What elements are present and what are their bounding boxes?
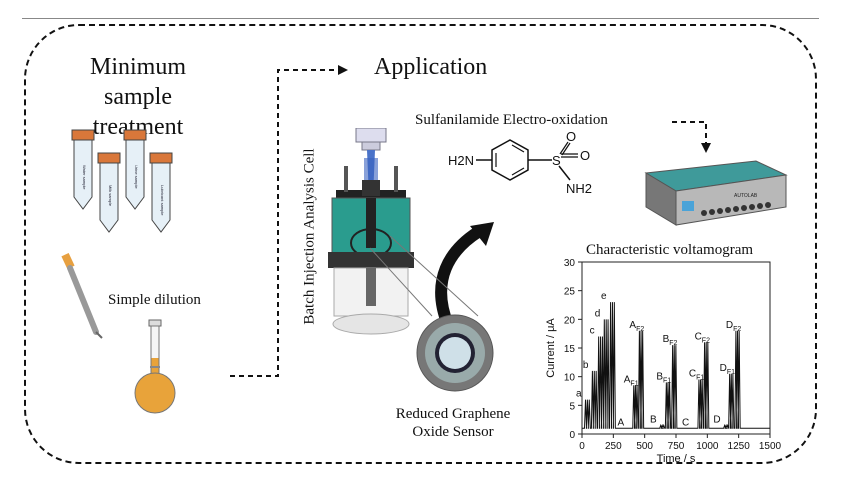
peak-label: AF1 — [624, 374, 639, 387]
peak-label: D — [713, 414, 720, 425]
oxygen-right-label: O — [580, 148, 590, 163]
sample-tubes: Water sample Milk sample Urine sample Lu… — [71, 129, 173, 233]
bia-cell-illustration — [328, 128, 414, 335]
sensor-label-line1: Reduced Graphene — [395, 406, 511, 422]
x-tick-label: 500 — [636, 441, 653, 452]
tube-label: Urine sample — [134, 165, 139, 189]
sensor-zoom — [369, 235, 494, 392]
amine-label: H2N — [448, 153, 474, 168]
top-rule — [22, 18, 819, 19]
x-axis-label: Time / s — [657, 453, 696, 462]
peak-label: e — [601, 291, 607, 302]
y-tick-label: 10 — [564, 373, 576, 384]
oxygen-top-label: O — [566, 129, 576, 144]
peak-label: a — [576, 389, 582, 400]
series-line — [582, 302, 770, 429]
pipette-icon — [61, 252, 103, 339]
peak-label: CF2 — [695, 331, 711, 344]
application-title: Application — [374, 54, 488, 80]
tube-icon: Urine sample — [123, 129, 147, 210]
peak-label: BF1 — [656, 371, 671, 384]
tube-icon: Lubricant sample — [149, 152, 173, 233]
x-tick-label: 750 — [668, 441, 685, 452]
peak-label: DF2 — [726, 320, 742, 333]
peak-label: DF1 — [720, 363, 736, 376]
y-tick-label: 15 — [564, 344, 576, 355]
peak-label: CF1 — [689, 369, 705, 382]
bia-cell-label: Batch Injection Analysis Cell — [301, 148, 318, 325]
left-panel-title: Minimum sample treatment — [89, 54, 186, 140]
sulfur-label: S — [552, 153, 561, 168]
x-tick-label: 1500 — [759, 441, 782, 452]
x-tick-label: 1000 — [696, 441, 719, 452]
tube-label: Milk sample — [108, 185, 113, 207]
tube-icon: Water sample — [71, 129, 95, 210]
x-tick-label: 0 — [579, 441, 585, 452]
oxidation-label: Sulfanilamide Electro-oxidation — [415, 112, 608, 128]
y-tick-label: 20 — [564, 315, 576, 326]
device-brand: AUTOLAB — [734, 193, 758, 199]
tube-icon: Milk sample — [97, 152, 121, 233]
y-tick-label: 5 — [569, 401, 575, 412]
bia-cell-label-container: Batch Injection Analysis Cell — [300, 110, 320, 360]
dilution-label: Simple dilution — [108, 292, 201, 308]
tube-label: Lubricant sample — [160, 185, 165, 216]
peak-label: C — [682, 417, 689, 428]
x-tick-label: 250 — [605, 441, 622, 452]
y-axis-label: Current / μA — [545, 318, 557, 378]
peak-label: B — [650, 414, 657, 425]
peak-label: A — [617, 417, 624, 428]
sulfanilamide-structure: H2N S O O NH2 — [448, 129, 592, 196]
sensor-label-line2: Oxide Sensor — [412, 424, 494, 440]
volumetric-flask-icon — [134, 319, 176, 414]
peak-label: c — [590, 326, 595, 337]
x-tick-label: 1250 — [728, 441, 751, 452]
peak-label: d — [595, 308, 601, 319]
potentiostat-icon: AUTOLAB — [644, 160, 788, 226]
y-tick-label: 25 — [564, 287, 576, 298]
amide-label: NH2 — [566, 181, 592, 196]
y-tick-label: 0 — [569, 430, 575, 441]
chart-title: Characteristic voltamogram — [586, 242, 754, 258]
tube-label: Water sample — [82, 165, 87, 190]
peak-label: AF2 — [629, 320, 644, 333]
dashed-border — [24, 24, 817, 464]
peak-label: b — [583, 360, 589, 371]
peak-label: BF2 — [663, 334, 678, 347]
y-tick-label: 30 — [564, 258, 576, 269]
